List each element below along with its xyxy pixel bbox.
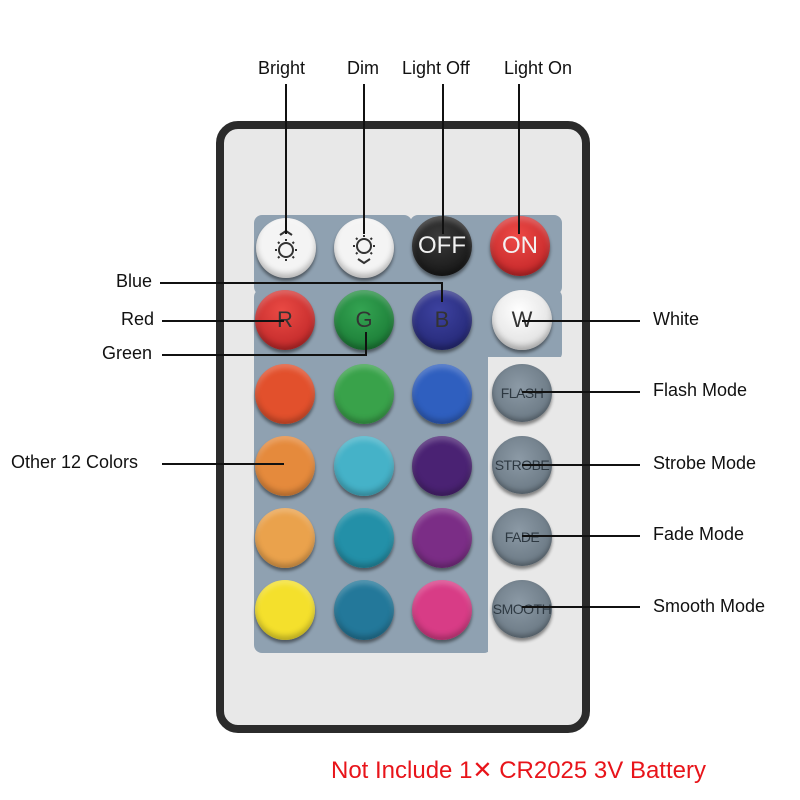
light-off-label: Light Off xyxy=(402,58,470,78)
remote-control xyxy=(216,121,590,733)
off-button[interactable]: OFF xyxy=(412,216,472,276)
flash-leader-line xyxy=(522,391,640,393)
fade-button-label: FADE xyxy=(504,529,540,545)
dim-label: Dim xyxy=(347,58,379,78)
blue-button-label: B xyxy=(434,307,450,332)
smooth-mode-label: Smooth Mode xyxy=(653,596,766,616)
other-colors-label: Other 12 Colors xyxy=(11,452,139,472)
fade-leader-line xyxy=(522,535,640,537)
color-button-5[interactable] xyxy=(334,436,394,496)
strobe-leader-line xyxy=(522,464,640,466)
light-on-leader-line xyxy=(518,84,520,234)
red-label: Red xyxy=(121,309,155,329)
flash-button[interactable]: FLASH xyxy=(492,364,552,422)
smooth-leader-line xyxy=(522,606,640,608)
white-button-label: W xyxy=(511,307,533,332)
color-button-8[interactable] xyxy=(334,508,394,568)
color-button-6[interactable] xyxy=(412,436,472,496)
red-leader-line xyxy=(162,320,284,322)
strobe-mode-label: Strobe Mode xyxy=(653,453,757,473)
on-button-label: ON xyxy=(502,232,538,259)
red-button-label: R xyxy=(277,307,293,332)
white-label: White xyxy=(653,309,700,329)
dim-leader-line xyxy=(363,84,365,234)
other-colors-leader-line xyxy=(162,463,284,465)
off-button-label: OFF xyxy=(418,232,466,259)
fade-button[interactable]: FADE xyxy=(492,508,552,566)
green-leader-line-h xyxy=(162,354,367,356)
green-label: Green xyxy=(102,343,153,363)
brightness-down-icon xyxy=(353,235,375,265)
color-button-11[interactable] xyxy=(334,580,394,640)
fade-mode-label: Fade Mode xyxy=(653,524,745,544)
brightness-up-icon xyxy=(275,229,297,261)
bright-leader-line xyxy=(285,84,287,234)
color-button-2[interactable] xyxy=(334,364,394,424)
flash-button-label: FLASH xyxy=(500,385,544,401)
smooth-button[interactable]: SMOOTH xyxy=(492,580,552,638)
light-on-label: Light On xyxy=(504,58,573,78)
white-leader-line xyxy=(522,320,640,322)
green-button-label: G xyxy=(355,307,373,332)
light-off-leader-line xyxy=(442,84,444,234)
smooth-button-label: SMOOTH xyxy=(492,601,552,617)
color-button-9[interactable] xyxy=(412,508,472,568)
green-button[interactable]: G xyxy=(334,290,394,350)
blue-leader-line-h xyxy=(160,282,443,284)
battery-note: Not Include 1✕ CR2025 3V Battery xyxy=(331,757,706,784)
color-button-4[interactable] xyxy=(255,436,315,496)
color-button-12[interactable] xyxy=(412,580,472,640)
flash-mode-label: Flash Mode xyxy=(653,380,748,400)
blue-label: Blue xyxy=(116,271,153,291)
blue-leader-line-v xyxy=(441,282,443,302)
green-leader-line-v xyxy=(365,332,367,356)
color-button-7[interactable] xyxy=(255,508,315,568)
color-button-10[interactable] xyxy=(255,580,315,640)
on-button[interactable]: ON xyxy=(490,216,550,276)
color-button-1[interactable] xyxy=(255,364,315,424)
bright-label: Bright xyxy=(258,58,306,78)
color-button-3[interactable] xyxy=(412,364,472,424)
